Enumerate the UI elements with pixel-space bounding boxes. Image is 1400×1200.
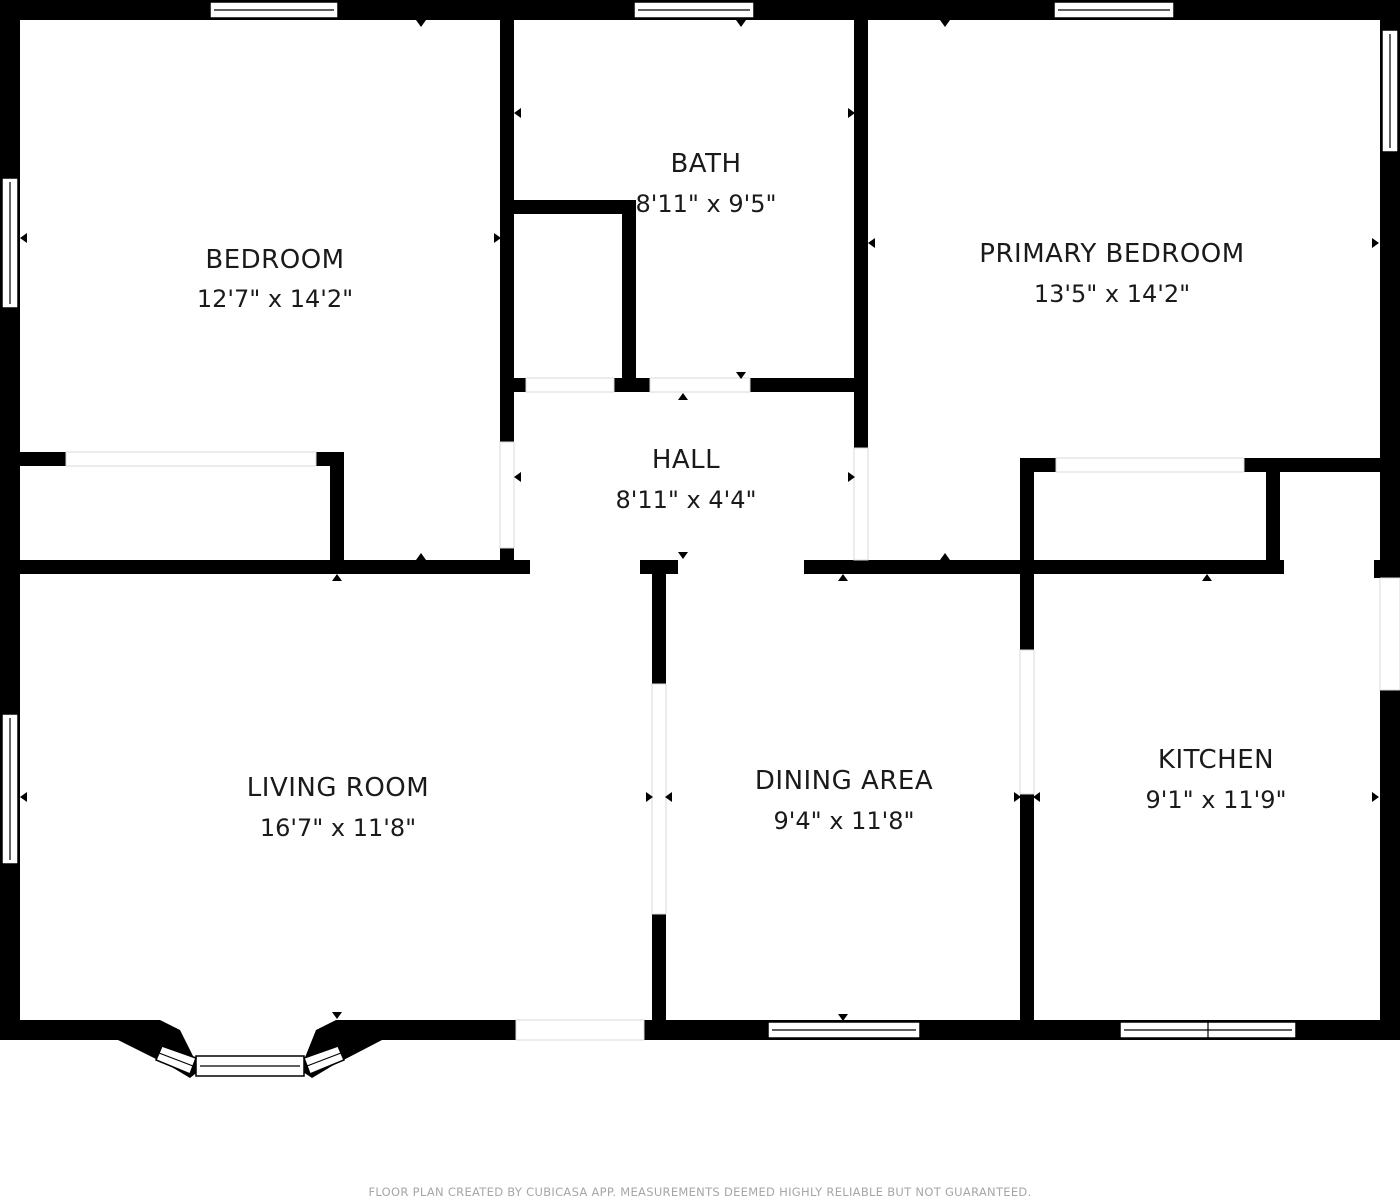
window-bay-right — [303, 1045, 345, 1075]
room-hall: HALL 8'11" x 4'4" — [615, 445, 756, 514]
bottom-wall-mid — [336, 1020, 516, 1040]
window-living-left — [1, 713, 19, 865]
room-name: KITCHEN — [1158, 745, 1274, 775]
primary-closet-opening — [1055, 457, 1245, 473]
window-kitchen-bottom — [1119, 1021, 1297, 1039]
room-bath: BATH 8'11" x 9'5" — [635, 149, 776, 218]
room-primary-bedroom: PRIMARY BEDROOM 13'5" x 14'2" — [979, 239, 1244, 308]
wall-living-dining-top — [652, 560, 666, 684]
wall-kitchen-corner — [1374, 560, 1380, 578]
room-dimensions: 16'7" x 11'8" — [260, 814, 416, 842]
room-name: BEDROOM — [205, 245, 344, 275]
bath-hall-wall-stub — [514, 378, 526, 392]
room-dimensions: 13'5" x 14'2" — [1034, 280, 1190, 308]
interior-walls — [20, 20, 1380, 1040]
primary-closet-right-top — [1244, 458, 1380, 472]
primary-closet-left-side — [1020, 458, 1034, 650]
room-name: LIVING ROOM — [247, 773, 429, 803]
windows — [1, 1, 1399, 1077]
room-bedroom: BEDROOM 12'7" x 14'2" — [197, 245, 353, 313]
bedroom-closet-opening — [65, 451, 317, 467]
bath-hall-wall-mid — [614, 378, 650, 392]
room-dining-area: DINING AREA 9'4" x 11'8" — [755, 766, 933, 835]
closet-right-wall — [622, 200, 636, 392]
window-bath-top — [633, 1, 755, 19]
left-wall — [0, 0, 20, 1040]
front-entry-opening — [515, 1019, 645, 1041]
window-primary-top — [1053, 1, 1175, 19]
wall-dining-kitchen — [1020, 794, 1034, 1026]
room-dimensions: 9'1" x 11'9" — [1145, 786, 1286, 814]
right-wall — [1380, 0, 1400, 1040]
dining-kitchen-opening — [1019, 649, 1035, 795]
room-name: BATH — [670, 149, 741, 179]
primary-closet-divider — [1266, 458, 1280, 560]
closet-top-wall — [514, 200, 636, 214]
wall-bath-primary — [854, 20, 868, 448]
room-kitchen: KITCHEN 9'1" x 11'9" — [1145, 745, 1286, 814]
bath-hall-door — [649, 377, 751, 393]
window-bay-left — [155, 1045, 197, 1075]
wall-bedroom-living — [20, 560, 530, 574]
room-dimensions: 9'4" x 11'8" — [773, 807, 914, 835]
room-name: HALL — [652, 445, 720, 475]
room-name: PRIMARY BEDROOM — [979, 239, 1244, 269]
window-bedroom-top — [209, 1, 339, 19]
window-dining-bottom — [767, 1021, 921, 1039]
bath-hall-wall-right — [750, 378, 854, 392]
disclaimer-footer: FLOOR PLAN CREATED BY CUBICASA APP. MEAS… — [368, 1185, 1032, 1199]
bedroom-closet-left-stub — [20, 452, 66, 466]
living-dining-opening — [651, 683, 667, 915]
window-primary-right — [1381, 29, 1399, 153]
bedroom-hall-opening — [499, 441, 515, 549]
room-living-room: LIVING ROOM 16'7" x 11'8" — [247, 773, 429, 842]
kitchen-side-opening — [1379, 577, 1400, 691]
window-bay-center — [195, 1055, 305, 1077]
room-name: DINING AREA — [755, 766, 933, 796]
room-dimensions: 8'11" x 9'5" — [635, 190, 776, 218]
room-dimensions: 8'11" x 4'4" — [615, 486, 756, 514]
room-dimensions: 12'7" x 14'2" — [197, 285, 353, 313]
wall-living-dining-bottom — [652, 914, 666, 1040]
wall-primary-dining — [804, 560, 1284, 574]
closet-door — [525, 377, 615, 393]
bedroom-closet-side — [330, 452, 344, 560]
bottom-wall-left — [0, 1020, 160, 1040]
primary-hall-opening — [853, 447, 869, 561]
window-bedroom-left — [1, 177, 19, 309]
wall-bedroom-bath — [500, 20, 514, 442]
dimension-markers — [20, 20, 1379, 1021]
